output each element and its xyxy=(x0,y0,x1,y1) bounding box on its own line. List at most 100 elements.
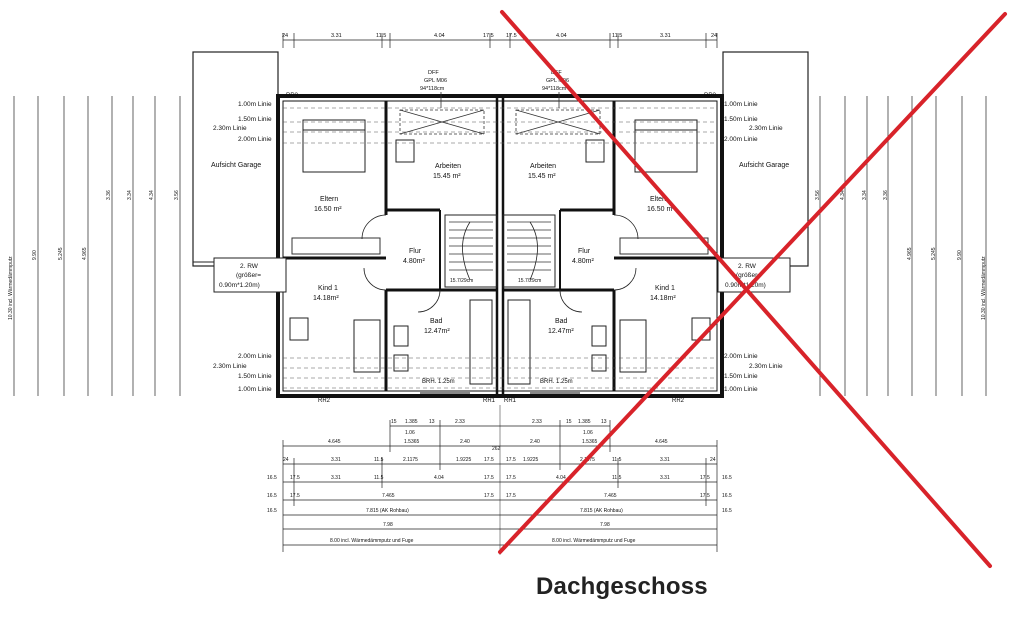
cross-out-mark xyxy=(498,10,1007,568)
outer-wall-inner xyxy=(282,100,718,392)
dim-left-c8: 3.56 xyxy=(174,190,180,200)
room-bad-right-name: Bad xyxy=(555,318,568,325)
dim-b2-4: 1.5365 xyxy=(582,439,598,445)
dim-b1-6: 1.385 xyxy=(578,419,591,425)
line-bottom-left-4: 1.00m Linie xyxy=(238,386,272,393)
dim-b3-3: 2.1175 xyxy=(403,457,418,463)
washbasin-right xyxy=(591,354,607,372)
room-eltern-left-area: 16.50 m² xyxy=(314,206,342,213)
line-top-right-3: 2.30m Linie xyxy=(749,125,783,132)
shelf-kind-left xyxy=(353,319,381,373)
rw-left-line2: (größer= xyxy=(236,272,261,279)
room-eltern-right-area: 16.50 m² xyxy=(647,206,675,213)
dim-b4-10: 17.5 xyxy=(700,475,710,481)
brh-left: BRH. 1.25m xyxy=(422,379,455,385)
dim-b1b-1: 1.06 xyxy=(583,430,593,436)
furniture xyxy=(289,119,711,385)
dim-b5-6: 17.5 xyxy=(700,493,710,499)
room-arbeiten-left-area: 15.45 m² xyxy=(433,173,461,180)
dim-b2-5: 4.645 xyxy=(655,439,668,445)
dim-right-c2: 9.90 xyxy=(957,250,963,260)
outer-wall xyxy=(276,94,724,398)
dim-b7-0: 7.98 xyxy=(383,522,393,528)
dim-b1-3: 2.33 xyxy=(455,419,465,425)
garage-right-label: Aufsicht Garage xyxy=(739,162,789,169)
room-kind-right-name: Kind 1 xyxy=(655,285,675,292)
roof-windows xyxy=(399,92,601,135)
dim-b5-1: 17.5 xyxy=(290,493,300,499)
line-bottom-left-2: 2.30m Linie xyxy=(213,363,247,370)
room-eltern-left-name: Eltern xyxy=(320,196,338,203)
marker-rr1-left: RR1 xyxy=(483,398,496,404)
dim-b3-10: 3.31 xyxy=(660,457,670,463)
dim-right-outer: 10.30 incl. Wärmedämmputz xyxy=(981,256,987,320)
dim-b4-5: 17.5 xyxy=(484,475,494,481)
dim-b6-0: 16.5 xyxy=(267,508,277,514)
roof-window-left-diag xyxy=(399,109,485,135)
dff-right-3: 94*118cm xyxy=(542,86,567,92)
dim-b4-3: 11.5 xyxy=(374,475,384,481)
dim-b1-0: 15 xyxy=(391,419,397,425)
dim-top-5: 17.5 xyxy=(506,33,517,39)
door-swing xyxy=(613,214,639,240)
dim-left-c4: 4.965 xyxy=(82,247,88,260)
dim-b5-7: 16.5 xyxy=(722,493,732,499)
stair-right xyxy=(502,214,556,288)
dim-b4-4: 4.04 xyxy=(434,475,444,481)
dim-b3-0: 24 xyxy=(283,457,289,463)
dim-left-c3: 5.245 xyxy=(58,247,64,260)
dim-b4-2: 3.31 xyxy=(331,475,341,481)
rw-box-right xyxy=(717,257,791,293)
room-flur-right-area: 4.80m² xyxy=(572,258,594,265)
door-swing xyxy=(417,289,441,313)
room-arbeiten-right-name: Arbeiten xyxy=(530,163,556,170)
dim-bottom xyxy=(282,405,718,555)
room-arbeiten-right-area: 15.45 m² xyxy=(528,173,556,180)
stair-left xyxy=(444,214,498,288)
rw-right-line2: (größer= xyxy=(736,272,761,279)
marker-rr3-right: RR3 xyxy=(704,93,717,99)
marker-rr3-left: RR3 xyxy=(286,93,299,99)
desk-right xyxy=(585,139,605,163)
line-bottom-left-1: 2.00m Linie xyxy=(238,353,272,360)
room-kind-left-area: 14.18m² xyxy=(313,295,339,302)
room-flur-left-name: Flur xyxy=(409,248,422,255)
dim-b3-7: 1.9225 xyxy=(523,457,539,463)
dim-b4-8: 11.5 xyxy=(612,475,622,481)
room-kind-right-area: 14.18m² xyxy=(650,295,676,302)
dim-left-c2: 9.90 xyxy=(32,250,38,260)
dim-b3-4: 1.9225 xyxy=(456,457,472,463)
room-eltern-right-name: Eltern xyxy=(650,196,668,203)
dim-top-6: 4.04 xyxy=(556,33,567,39)
garage-right xyxy=(722,51,809,267)
dim-b4-9: 3.31 xyxy=(660,475,670,481)
dim-b1-4: 2.33 xyxy=(532,419,542,425)
bathtub-right xyxy=(507,299,531,385)
dim-b6-1: 7.815 (AK Rohbau) xyxy=(366,508,409,514)
wardrobe-right xyxy=(619,237,709,255)
door-swing xyxy=(559,289,583,313)
dim-top-4: 17.5 xyxy=(483,33,494,39)
dim-b1-2: 13 xyxy=(429,419,435,425)
bathtub-left xyxy=(469,299,493,385)
room-kind-left-name: Kind 1 xyxy=(318,285,338,292)
dim-b8-0: 8.00 incl. Wärmedämmputz und Fuge xyxy=(330,538,414,544)
dim-left-outer: 10.30 incl. Wärmedämmputz xyxy=(8,256,14,320)
dim-b7-1: 7.98 xyxy=(600,522,610,528)
dim-top-2: 11.5 xyxy=(376,33,386,39)
dim-b2-0: 4.645 xyxy=(328,439,341,445)
bed-left xyxy=(302,119,366,173)
dim-b3-9: 11.5 xyxy=(612,457,622,463)
line-top-left-1: 1.00m Linie xyxy=(238,101,272,108)
line-top-right-2: 1.50m Linie xyxy=(724,116,758,123)
dim-b8-1: 8.00 incl. Wärmedämmputz und Fuge xyxy=(552,538,636,544)
stair-right-label: 15.7/29cm xyxy=(518,278,541,284)
dff-left-1: DFF xyxy=(428,70,439,76)
room-flur-left-area: 4.80m² xyxy=(403,258,425,265)
shelf-kind-right xyxy=(619,319,647,373)
line-bottom-left-3: 1.50m Linie xyxy=(238,373,272,380)
dim-left-c7: 4.34 xyxy=(149,190,155,200)
dim-b2-2: 2.40 xyxy=(460,439,470,445)
line-bottom-right-2: 2.30m Linie xyxy=(749,363,783,370)
